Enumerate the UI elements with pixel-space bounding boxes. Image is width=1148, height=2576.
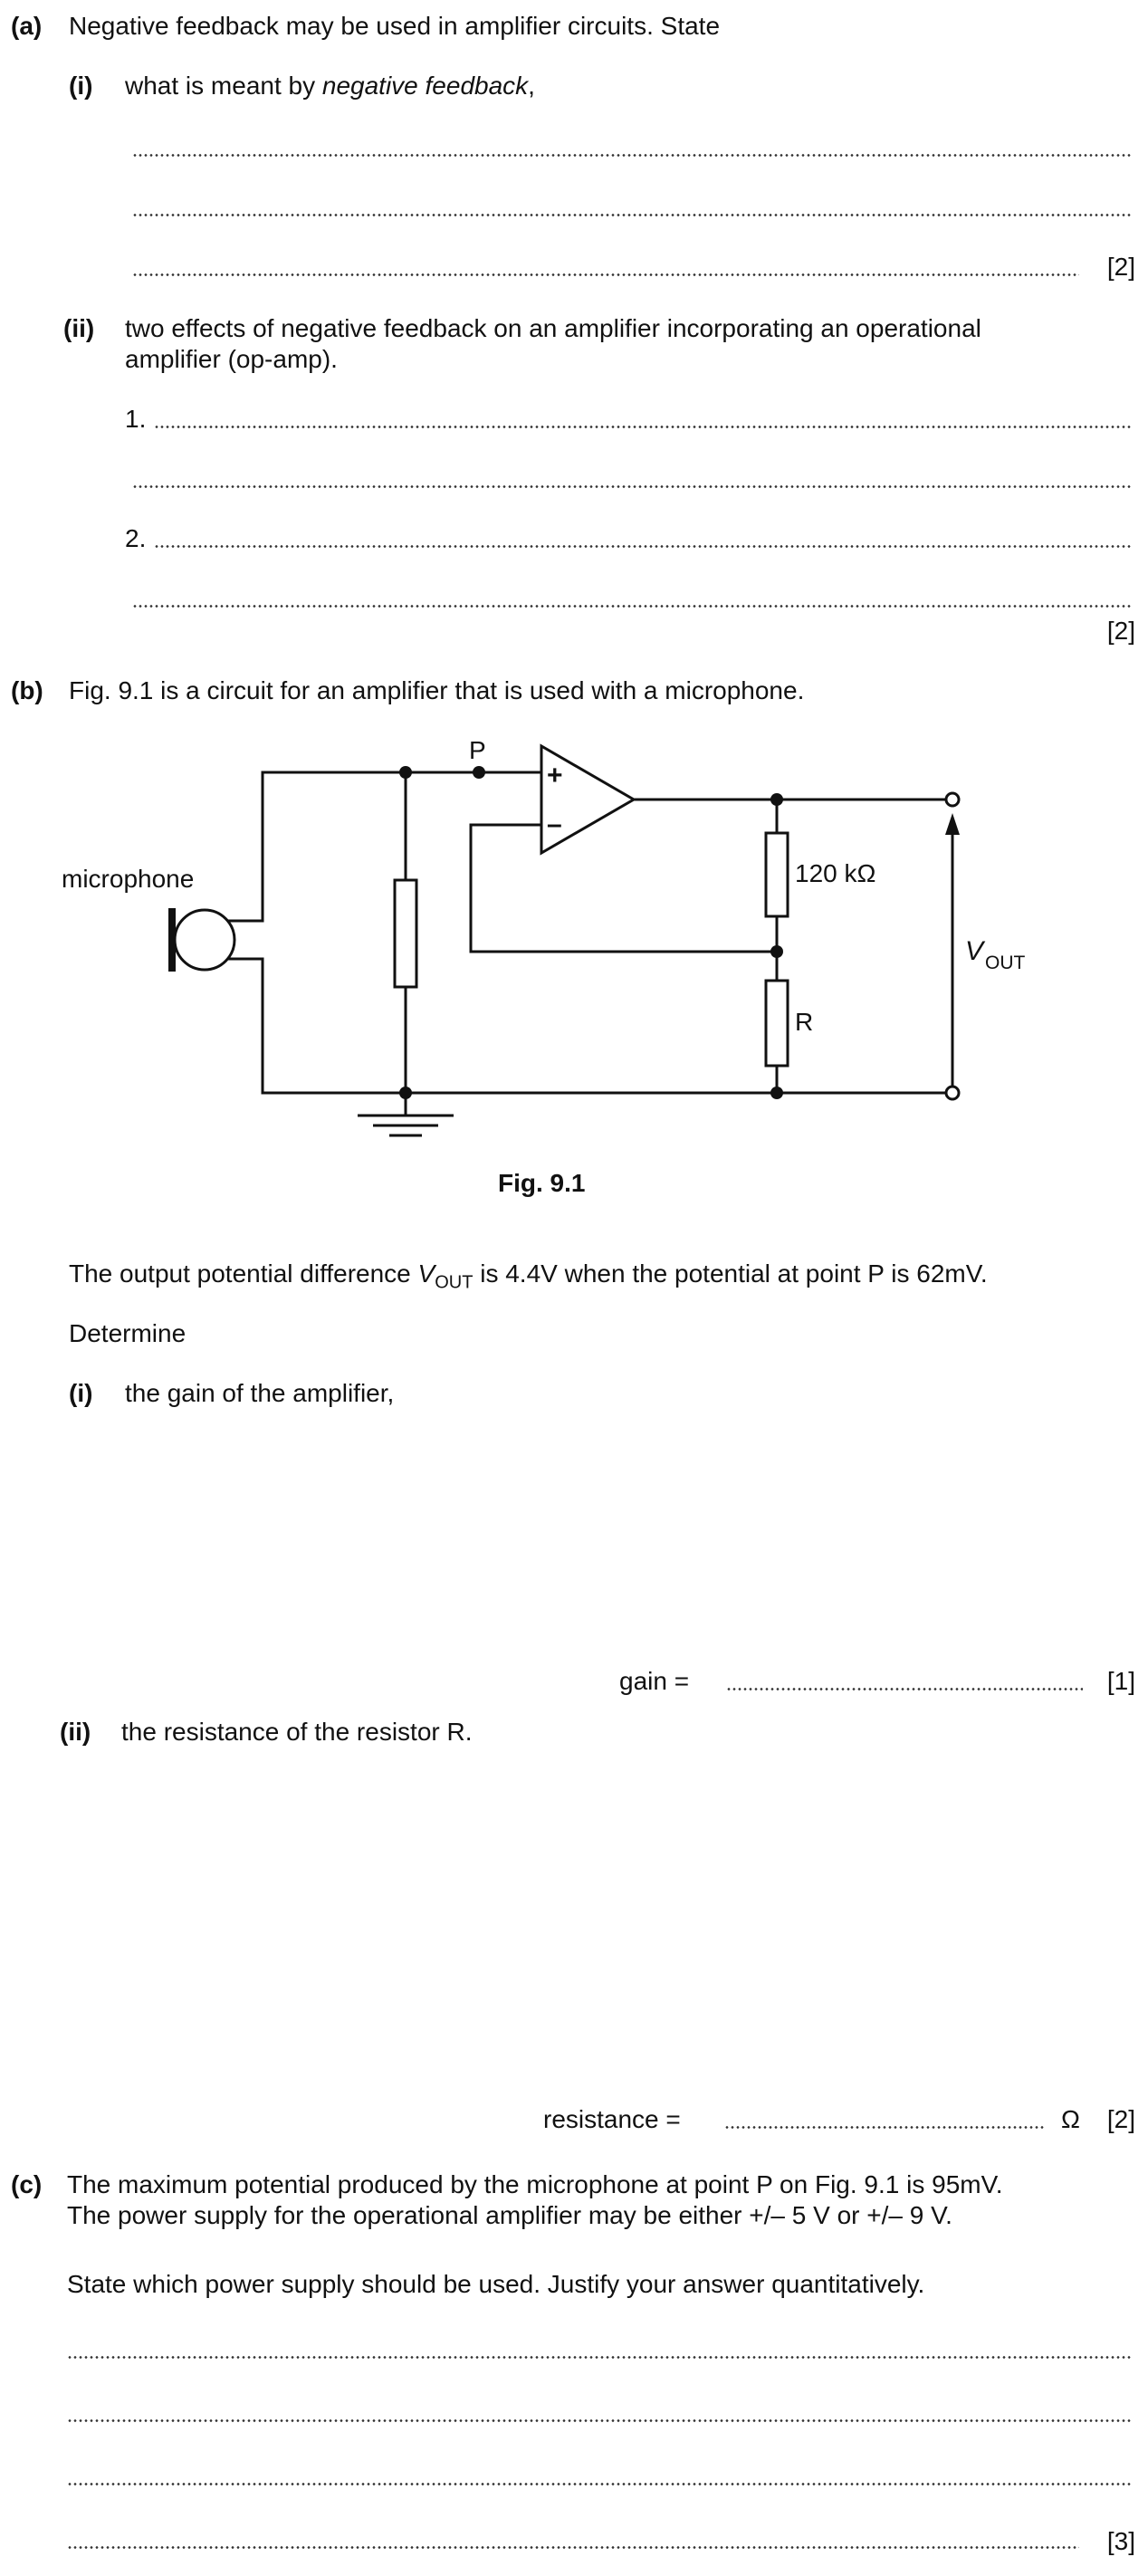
vout-arrow-head (945, 813, 960, 835)
answer-line-a-i-1[interactable] (132, 154, 1132, 157)
part-a-i-label: (i) (69, 72, 93, 100)
junction-output (770, 793, 783, 806)
junction-feedback (770, 945, 783, 958)
answer-line-c-2[interactable] (67, 2419, 1132, 2422)
label-120k: 120 kΩ (795, 859, 875, 887)
part-c-line1: The maximum potential produced by the mi… (67, 2170, 1003, 2198)
resistance-answer-line[interactable] (724, 2126, 1045, 2129)
op-amp-triangle (540, 743, 636, 856)
input-resistor (393, 878, 418, 989)
gain-answer-line[interactable] (726, 1688, 1083, 1690)
resistance-unit: Ω (1061, 2105, 1080, 2133)
resistor-120k (764, 831, 789, 918)
answer-line-c-4[interactable] (67, 2546, 1079, 2549)
marks-a-ii: [2] (1106, 617, 1135, 645)
part-b-label: (b) (11, 676, 43, 704)
label-vout-v: V (965, 936, 986, 966)
junction-ground-left (399, 1087, 412, 1099)
output-terminal-top (944, 791, 961, 808)
wire-mic-to-p (228, 771, 486, 923)
answer-line-c-3[interactable] (67, 2483, 1132, 2485)
label-microphone: microphone (62, 865, 194, 893)
marks-b-ii: [2] (1106, 2105, 1135, 2133)
part-c-label: (c) (11, 2170, 43, 2198)
label-minus: – (547, 809, 562, 839)
answer-line-a-i-3[interactable] (132, 273, 1079, 276)
label-r: R (795, 1008, 813, 1036)
figure-caption-text: Fig. 9.1 (498, 1169, 586, 1197)
marks-c: [3] (1106, 2527, 1135, 2555)
wire-feedback (469, 823, 777, 953)
part-b-info: The output potential difference VOUT is … (69, 1259, 988, 1293)
junction-input (399, 766, 412, 779)
part-a-i-question: what is meant by negative feedback, (125, 72, 535, 100)
part-b-ii-label: (ii) (60, 1718, 91, 1746)
part-b-ii-question: the resistance of the resistor R. (121, 1718, 473, 1746)
part-a-stem: Negative feedback may be used in amplifi… (69, 12, 721, 40)
marks-b-i: [1] (1106, 1667, 1135, 1695)
answer-line-a-ii-1a[interactable] (154, 426, 1132, 428)
part-c-line2: The power supply for the operational amp… (67, 2201, 952, 2229)
label-plus: + (547, 761, 563, 790)
marks-a-i: [2] (1106, 253, 1135, 281)
answer-line-a-ii-1b[interactable] (132, 485, 1132, 488)
answer-line-a-ii-2b[interactable] (132, 605, 1132, 608)
resistance-answer-label: resistance = (543, 2105, 681, 2133)
output-terminal-bottom (944, 1085, 961, 1101)
label-p: P (469, 736, 486, 764)
part-b-i-question: the gain of the amplifier, (125, 1379, 395, 1407)
part-b-determine: Determine (69, 1319, 187, 1347)
gain-answer-label: gain = (619, 1667, 690, 1695)
label-vout-sub: OUT (985, 953, 1026, 973)
item-number-2: 2. (125, 524, 147, 552)
part-a-label: (a) (11, 12, 43, 40)
junction-ground-right (770, 1087, 783, 1099)
part-b-stem: Fig. 9.1 is a circuit for an amplifier t… (69, 676, 805, 704)
part-a-ii-question-line1: two effects of negative feedback on an a… (125, 314, 981, 342)
answer-line-a-ii-2a[interactable] (154, 545, 1132, 548)
answer-line-c-1[interactable] (67, 2356, 1132, 2359)
item-number-1: 1. (125, 405, 147, 433)
wire-mic-ground (228, 957, 777, 1095)
circuit-diagram: P + – microphone 120 kΩ R V OUT Fig. 9.1 (62, 736, 1026, 1137)
part-a-ii-question-line2: amplifier (op-amp). (125, 345, 338, 373)
part-a-ii-label: (ii) (63, 314, 95, 342)
part-c-instruction: State which power supply should be used.… (67, 2270, 925, 2298)
resistor-r (764, 979, 789, 1068)
point-p-dot (473, 766, 485, 779)
microphone-body (173, 908, 236, 972)
answer-line-a-i-2[interactable] (132, 214, 1132, 216)
part-b-i-label: (i) (69, 1379, 93, 1407)
